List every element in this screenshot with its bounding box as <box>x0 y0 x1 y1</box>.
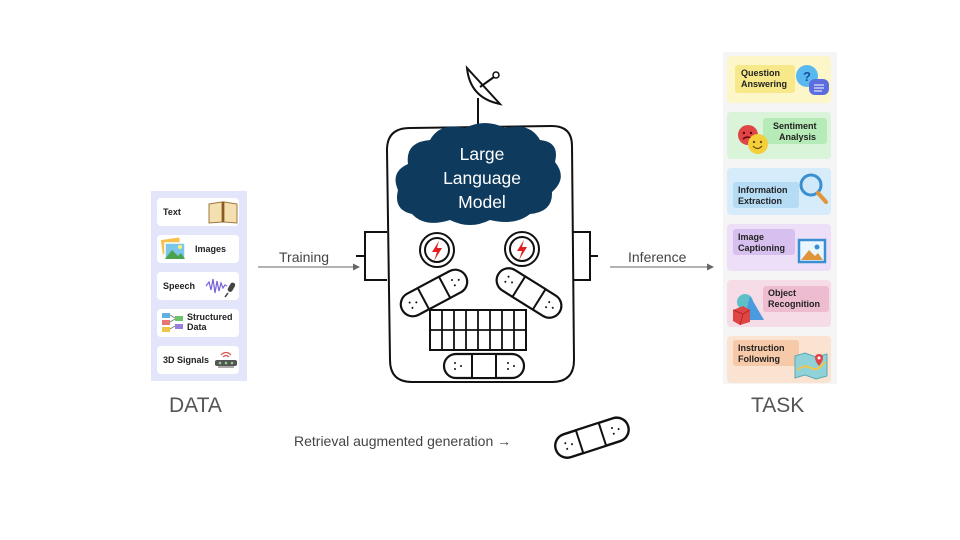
inference-arrow <box>610 263 714 271</box>
data-item-text: Text <box>157 198 239 226</box>
speech-bubbles-icon: ? <box>796 65 829 95</box>
task-caption: TASK <box>751 394 805 417</box>
robot-teeth <box>429 309 527 351</box>
task-sentiment-analysis: Sentiment Analysis <box>727 112 831 159</box>
inference-label: Inference <box>628 249 687 265</box>
picture-icon <box>797 238 827 264</box>
data-item-label: Text <box>163 207 181 217</box>
data-item-speech: Speech <box>157 272 239 300</box>
images-icon <box>159 236 186 260</box>
antenna-dish-icon <box>465 65 503 128</box>
emoji-faces-icon <box>738 125 768 154</box>
structured-data-icon <box>162 313 183 332</box>
bandage-icon <box>554 416 630 459</box>
right-eye <box>504 231 540 267</box>
data-item-structured-data: Structured Data <box>157 309 239 337</box>
data-caption: DATA <box>169 394 222 417</box>
bandage-icon <box>495 267 563 319</box>
waveform-mic-icon <box>205 278 236 298</box>
task-object-recognition: Object Recognition <box>727 280 831 327</box>
lidar-sensor-icon <box>215 351 237 368</box>
left-eye <box>419 232 455 268</box>
data-item-label: 3D Signals <box>163 355 210 365</box>
bandage-icon <box>399 268 469 318</box>
data-item-label: Images <box>195 244 227 254</box>
task-panel: Question Answering ? Sentiment Analysis … <box>723 52 837 384</box>
shapes-icon <box>732 294 764 326</box>
book-icon <box>208 201 238 224</box>
rag-label: Retrieval augmented generation → <box>294 433 512 449</box>
training-label: Training <box>279 249 330 265</box>
task-question-answering: Question Answering ? <box>727 56 831 103</box>
model-cloud <box>395 123 561 225</box>
svg-text:?: ? <box>803 69 811 84</box>
data-item-label: Speech <box>163 281 196 291</box>
robot-illustration <box>356 65 598 383</box>
bandage-icon <box>442 352 526 380</box>
magnifier-icon <box>799 173 828 204</box>
task-information-extraction: Information Extraction <box>727 168 831 215</box>
data-item-3d-signals: 3D Signals <box>157 346 239 374</box>
data-item-label: Structured Data <box>187 312 233 332</box>
model-title: Large Language Model <box>443 144 521 212</box>
task-image-captioning: Image Captioning <box>727 224 831 271</box>
map-icon <box>794 352 828 380</box>
task-instruction-following: Instruction Following <box>727 336 831 383</box>
data-item-images: Images <box>157 235 239 263</box>
data-panel: Text Images Speech <box>151 191 247 381</box>
training-arrow <box>258 263 360 271</box>
